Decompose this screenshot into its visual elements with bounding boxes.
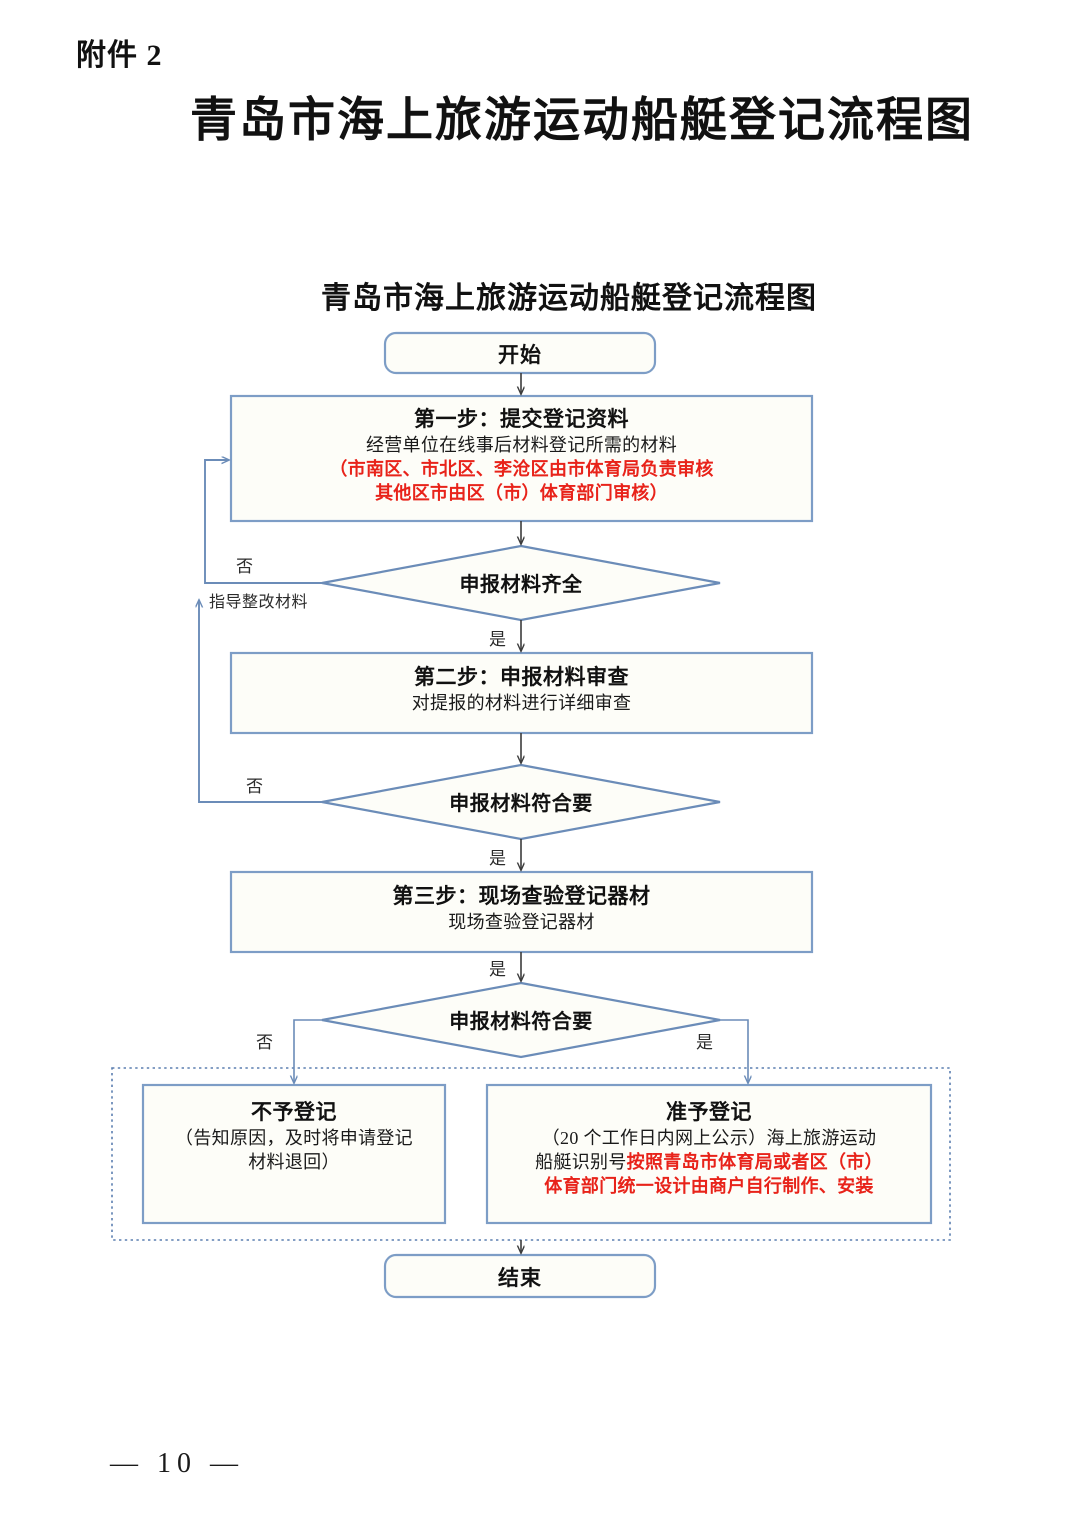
node-reject-shape [141, 1083, 447, 1225]
flowchart-canvas [111, 331, 951, 1299]
edge-decision1-no-loopback [204, 460, 322, 584]
outcome-group-container [111, 1067, 951, 1241]
node-step2-shape [229, 651, 814, 735]
attachment-label: 附件 2 [76, 39, 163, 72]
flowchart-title: 青岛市海上旅游运动船艇登记流程图 [321, 282, 817, 315]
node-decision3-shape [321, 981, 721, 1059]
node-step1-shape [229, 394, 814, 523]
flowchart: 青岛市海上旅游运动船艇登记流程图 [0, 255, 1080, 1355]
node-approve-shape [485, 1083, 933, 1225]
node-decision1-shape [321, 544, 721, 622]
edge-decision3-no-to-reject [294, 1019, 322, 1083]
node-step3-shape [229, 870, 814, 954]
page-title: 青岛市海上旅游运动船艇登记流程图 [190, 95, 974, 147]
edge-decision2-no-loopback [199, 600, 322, 803]
edge-decision3-yes-to-approve [720, 1019, 748, 1083]
node-end-shape [383, 1253, 657, 1299]
node-decision2-shape [321, 763, 721, 841]
page-number-footer: — 10 — [110, 1448, 244, 1479]
node-start-shape [383, 331, 657, 375]
